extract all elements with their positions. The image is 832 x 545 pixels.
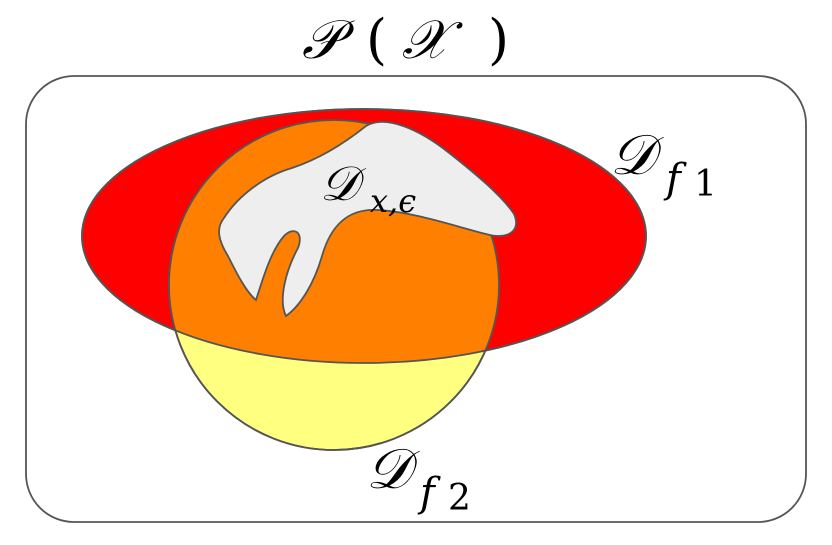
universe-label-close-paren: ) [488,8,509,71]
set-d-f2-label-sub2: 2 [448,478,471,519]
set-d-f1-label-sub2: 1 [694,164,717,205]
set-d-f1-outline [81,108,647,364]
set-d-f2-outline [168,119,500,451]
universe-label-main: 𝒫 [302,8,355,71]
universe-label-open-paren: ( [366,8,387,71]
set-d-x-eps-label-sub: x,ϵ [370,182,416,220]
set-d-x-eps-region [218,121,517,318]
universe-label: 𝒫 ( 𝒳 ) [302,8,509,71]
overlap-region [169,120,499,363]
universe-label-inner: 𝒳 [402,8,463,71]
